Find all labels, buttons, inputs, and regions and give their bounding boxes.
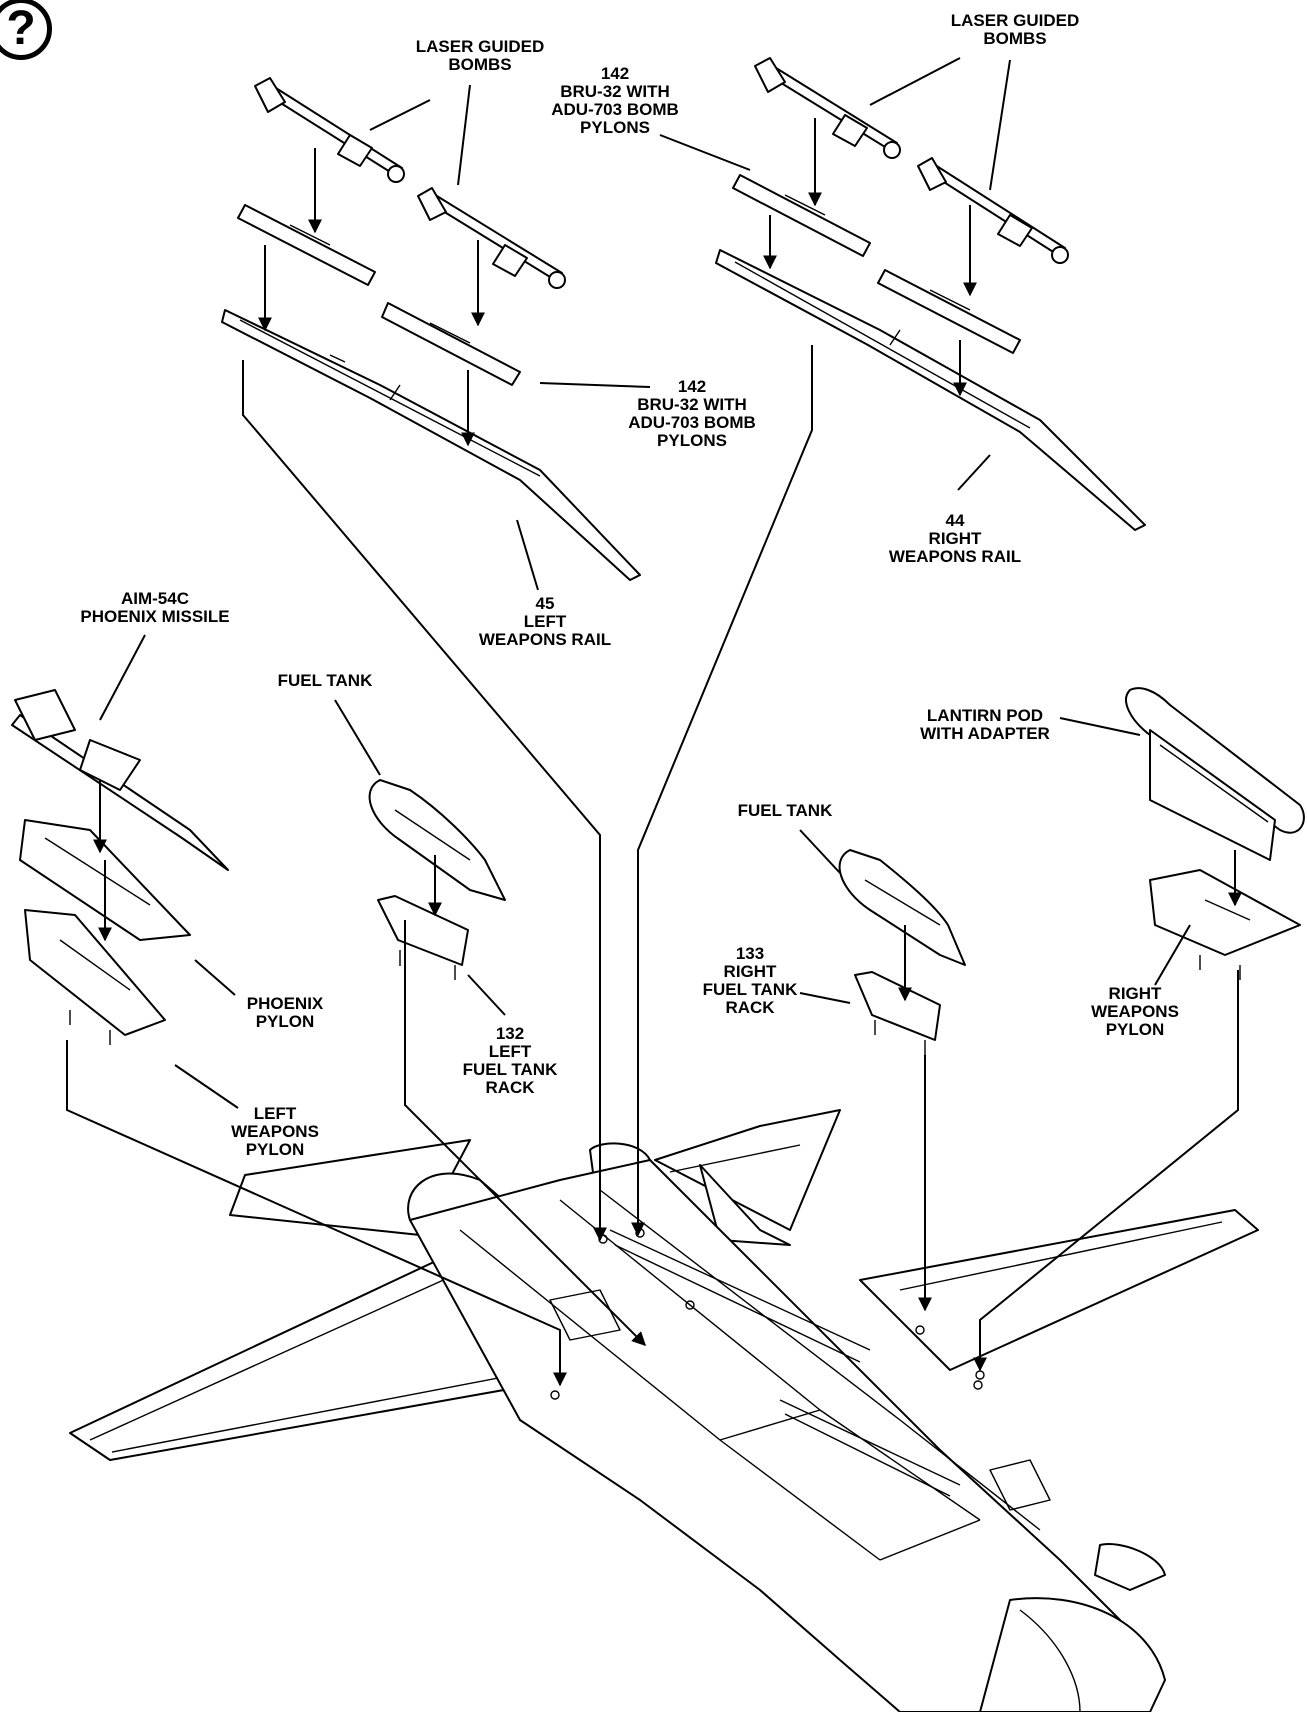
- right-weapons-pylon: [1149, 869, 1301, 980]
- bru-pylons-right: [732, 174, 1021, 354]
- laser-guided-bombs-left: [254, 77, 566, 289]
- callout-laser-guided-bombs-left: LASER GUIDED BOMBS: [415, 37, 545, 74]
- right-weapons-rail: [715, 249, 1146, 531]
- callout-fuel-tank-right: FUEL TANK: [737, 801, 833, 820]
- drop-arrows: [93, 118, 1242, 1002]
- right-fuel-tank-rack: [854, 971, 941, 1055]
- callout-aim-54c-phoenix-missile: AIM-54C PHOENIX MISSILE: [80, 589, 230, 626]
- fuel-tank-right: [838, 849, 966, 966]
- callout-fuel-tank-left: FUEL TANK: [277, 671, 373, 690]
- question-mark-icon: ?: [0, 0, 52, 60]
- callout-phoenix-pylon: PHOENIX PYLON: [246, 994, 324, 1031]
- callout-lantirn-pod-with-adapter: LANTIRN POD WITH ADAPTER: [920, 706, 1050, 743]
- lantirn-pod: [1125, 687, 1305, 861]
- aim-54c-phoenix-missile: [11, 689, 229, 871]
- laser-guided-bombs-right: [754, 57, 1069, 264]
- fuel-tank-left: [368, 779, 506, 901]
- callout-bru-32-pylons-left: 142 BRU-32 WITH ADU-703 BOMB PYLONS: [628, 377, 756, 450]
- left-fuel-tank-rack: [377, 895, 469, 980]
- left-weapons-pylon: [24, 909, 166, 1045]
- bru-pylons-left: [237, 204, 521, 386]
- callout-right-weapons-pylon: RIGHT WEAPONS PYLON: [1091, 984, 1179, 1039]
- callout-left-weapons-pylon: LEFT WEAPONS PYLON: [231, 1104, 319, 1159]
- install-path-lines: [66, 345, 1239, 1387]
- aircraft-underside: [69, 1109, 1259, 1712]
- left-weapons-rail: [221, 309, 641, 581]
- callout-left-fuel-tank-rack: 132 LEFT FUEL TANK RACK: [462, 1024, 558, 1097]
- callout-right-weapons-rail: 44 RIGHT WEAPONS RAIL: [888, 511, 1022, 566]
- callout-left-weapons-rail: 45 LEFT WEAPONS RAIL: [478, 594, 612, 649]
- callout-right-fuel-tank-rack: 133 RIGHT FUEL TANK RACK: [702, 944, 798, 1017]
- callout-leaders: [99, 57, 1191, 1109]
- callout-laser-guided-bombs-right: LASER GUIDED BOMBS: [950, 11, 1080, 48]
- callout-bru-32-pylons-right: 142 BRU-32 WITH ADU-703 BOMB PYLONS: [551, 64, 679, 137]
